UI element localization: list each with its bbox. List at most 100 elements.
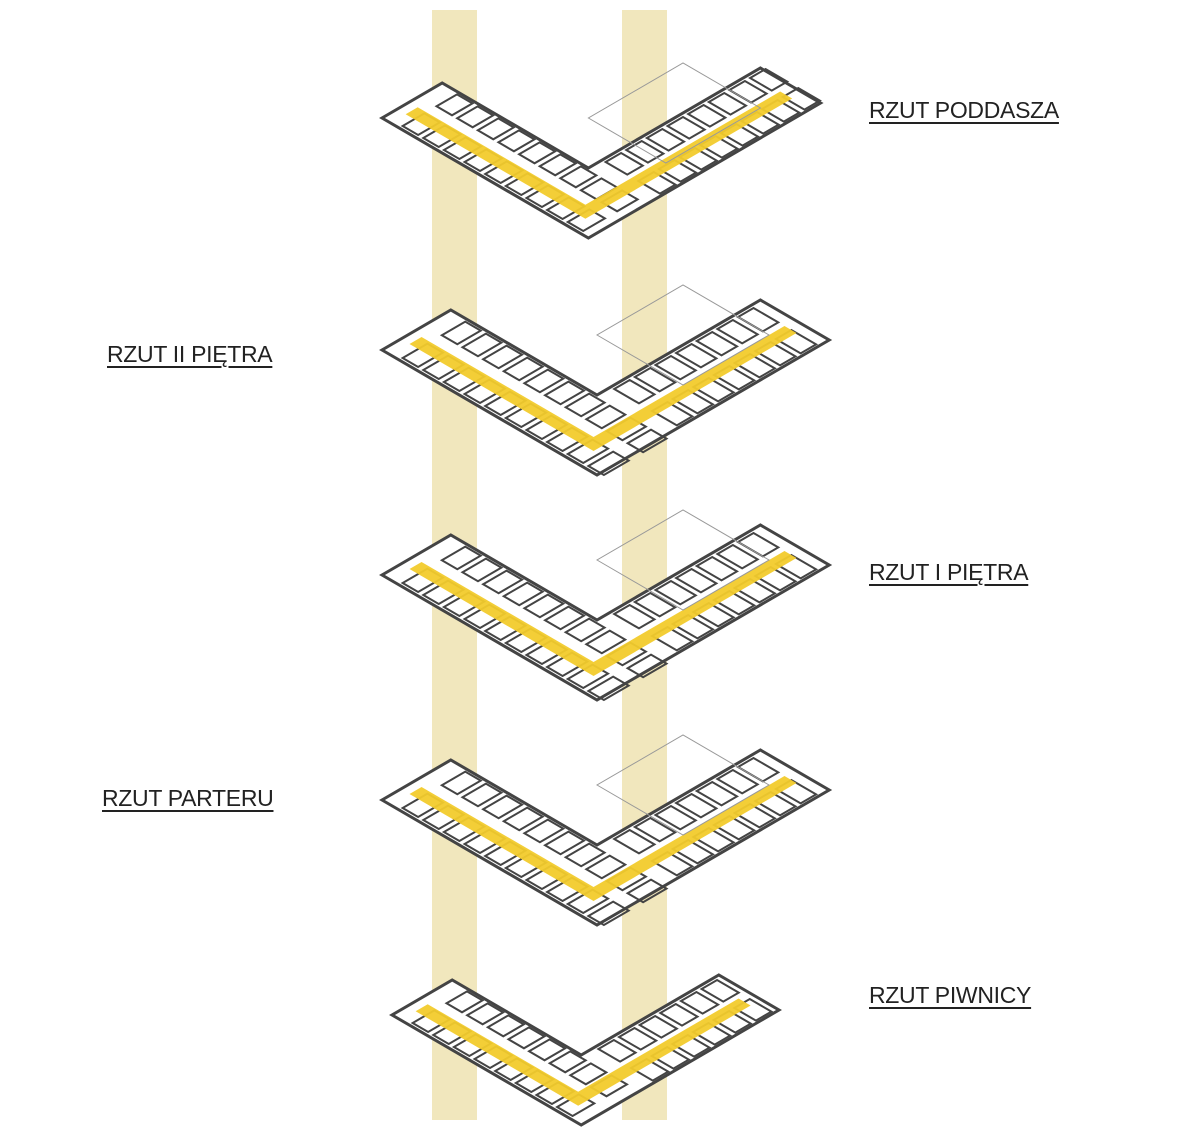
room	[617, 1026, 659, 1051]
room	[699, 978, 741, 1003]
room	[496, 129, 537, 153]
room	[543, 380, 586, 406]
room	[694, 330, 739, 357]
ground-floor-plan-label: RZUT PARTERU	[102, 785, 274, 811]
room	[678, 990, 721, 1015]
circulation-corridor	[409, 326, 797, 451]
second-floor-plan-label: RZUT II PIĘTRA	[107, 341, 273, 367]
floor-outline	[379, 66, 824, 240]
room	[694, 780, 739, 807]
room	[522, 818, 566, 844]
floor-outline	[389, 973, 782, 1127]
room	[632, 591, 678, 618]
circulation-corridor	[409, 776, 797, 901]
room	[460, 557, 504, 583]
room	[632, 366, 678, 393]
room	[596, 1038, 638, 1063]
room	[584, 404, 628, 430]
room	[563, 392, 607, 418]
room	[644, 127, 687, 152]
room	[686, 103, 728, 128]
courtyard-outline	[596, 284, 770, 386]
room	[527, 1038, 568, 1062]
room	[460, 332, 504, 358]
room	[625, 653, 669, 679]
room	[715, 543, 760, 570]
room	[522, 593, 566, 619]
room	[715, 318, 760, 345]
first-floor-plan-label: RZUT I PIĘTRA	[869, 559, 1029, 585]
floor-outline	[379, 748, 833, 927]
room	[694, 555, 739, 582]
room	[637, 1014, 679, 1039]
room	[612, 603, 657, 630]
room	[715, 768, 760, 795]
second-floor-plan	[379, 284, 833, 477]
room	[506, 1026, 547, 1050]
room	[748, 67, 790, 92]
room	[481, 344, 524, 370]
room	[558, 165, 599, 189]
room	[612, 378, 657, 405]
room	[455, 105, 496, 129]
room	[537, 153, 578, 177]
room	[706, 91, 748, 116]
room-walls	[410, 978, 774, 1118]
room	[665, 115, 707, 140]
room	[780, 86, 822, 111]
circulation-corridor	[405, 91, 793, 219]
floor-outline	[379, 298, 833, 477]
room	[439, 545, 483, 571]
room	[434, 93, 475, 117]
room	[568, 1062, 609, 1086]
room	[439, 320, 483, 346]
attic-plan	[379, 62, 824, 240]
room	[475, 117, 516, 141]
courtyard-outline	[596, 509, 770, 611]
room	[674, 567, 719, 594]
room	[547, 1050, 588, 1074]
room	[586, 450, 631, 477]
room	[674, 342, 719, 369]
basement-plan-label: RZUT PIWNICY	[869, 982, 1032, 1008]
room	[543, 605, 586, 631]
room	[586, 900, 631, 927]
room	[612, 828, 657, 855]
room	[584, 854, 628, 880]
room	[501, 581, 545, 607]
room	[632, 816, 678, 843]
room	[543, 830, 586, 856]
ground-floor-plan	[379, 734, 833, 927]
room	[732, 997, 774, 1022]
room	[674, 792, 719, 819]
room	[603, 151, 645, 176]
room	[563, 842, 607, 868]
floor-outline	[379, 523, 833, 702]
room	[653, 354, 698, 381]
room	[658, 1002, 700, 1027]
basement-plan	[389, 973, 782, 1127]
attic-plan-label: RZUT PODDASZA	[869, 97, 1059, 123]
room	[501, 806, 545, 832]
room	[460, 782, 504, 808]
room	[465, 1002, 506, 1026]
room	[653, 579, 698, 606]
courtyard-outline	[596, 734, 770, 836]
room	[584, 629, 628, 655]
room	[481, 569, 524, 595]
first-floor-plan	[379, 509, 833, 702]
room	[625, 428, 669, 454]
room	[481, 794, 524, 820]
room	[439, 770, 483, 796]
room	[625, 878, 669, 904]
room	[501, 356, 545, 382]
room	[653, 804, 698, 831]
room	[444, 990, 485, 1014]
circulation-corridor	[409, 551, 797, 676]
room	[624, 139, 666, 164]
room	[522, 368, 566, 394]
room	[586, 675, 631, 702]
room	[517, 141, 558, 165]
room	[563, 617, 607, 643]
